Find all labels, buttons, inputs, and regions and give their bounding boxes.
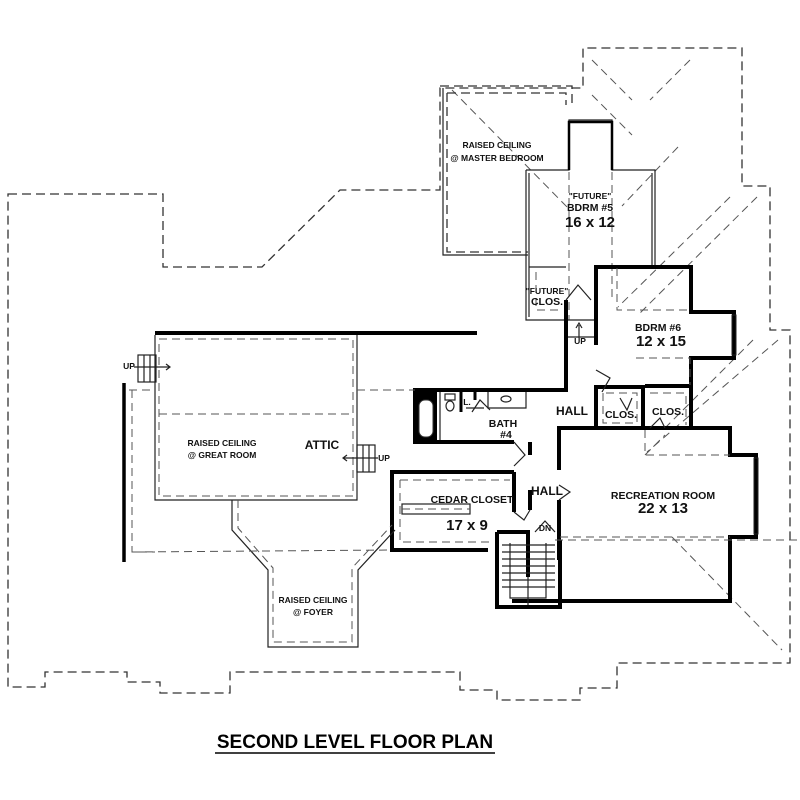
clos-right-shelf (650, 392, 687, 425)
bdrm5-note: "FUTURE" (569, 191, 612, 201)
foyer-raised-line2: @ FOYER (293, 607, 333, 617)
recreation-diag (644, 434, 666, 456)
master-raised-ceiling-edge (442, 88, 528, 256)
foyer-raised-line1: RAISED CEILING (279, 595, 348, 605)
left-dash (129, 389, 155, 553)
bath4-number: #4 (500, 429, 512, 441)
bath4-fixtures (415, 392, 527, 440)
first-floor-line (131, 539, 800, 553)
master-raised-ceiling-line1: RAISED CEILING (463, 140, 532, 150)
bdrm5-name: BDRM #5 (567, 202, 613, 214)
clos-right-label: CLOS. (652, 406, 684, 418)
great-room-ceiling (158, 338, 354, 497)
clos-left-shelf (602, 392, 638, 424)
left-stair-up-label: UP (123, 361, 135, 371)
bdrm6-window (731, 314, 737, 356)
stair-up-label: UP (574, 336, 586, 346)
future-clos-shelf (535, 272, 562, 311)
attic-stair-up-label: UP (378, 453, 390, 463)
cedar-closet-name: CEDAR CLOSET (431, 494, 514, 506)
recreation-window (753, 457, 759, 535)
master-raised-ceiling-inner (446, 92, 567, 253)
master-raised-ceiling-line2: @ MASTER BEDROOM (450, 153, 543, 163)
bdrm6-ceiling-lines (616, 268, 691, 385)
cedar-shelf (399, 479, 510, 543)
bdrm5-bay-walls (567, 120, 614, 170)
great-room-raised-line2: @ GREAT ROOM (188, 450, 257, 460)
future-clos-name: CLOS. (531, 296, 563, 308)
recreation-ceiling-lines (560, 430, 730, 538)
stair-dn-label: DN (539, 523, 551, 533)
clos-left-label: CLOS. (605, 409, 637, 421)
bdrm5-size: 16 x 12 (565, 214, 615, 231)
stair-hall-steps (568, 319, 594, 338)
future-clos-note: "FUTURE" (526, 286, 569, 296)
doors (471, 284, 666, 533)
great-room-raised-line1: RAISED CEILING (188, 438, 257, 448)
master-raised-ceiling-outline (440, 85, 573, 106)
bath4-name: BATH (489, 418, 517, 430)
attic-label: ATTIC (305, 438, 340, 452)
building-outline (7, 47, 791, 701)
attic-outline (154, 335, 358, 501)
main-stair (502, 532, 555, 605)
foyer-inner (237, 500, 393, 643)
hall-lower-label: HALL (531, 484, 563, 498)
stair-up-arrow (575, 321, 583, 338)
cedar-closet-size: 17 x 9 (446, 517, 488, 534)
bdrm6-size: 12 x 15 (636, 333, 686, 350)
left-stair (134, 354, 171, 383)
bdrm5-inner-walls (528, 173, 653, 317)
plan-title: SECOND LEVEL FLOOR PLAN (217, 732, 493, 753)
roof-hip-lines (451, 59, 783, 651)
recreation-size: 22 x 13 (638, 500, 688, 517)
bdrm6-name: BDRM #6 (635, 322, 681, 334)
recreation-name: RECREATION ROOM (611, 490, 715, 502)
attic-stair (342, 444, 378, 473)
linen-label: L. (463, 397, 471, 407)
hall-upper-label: HALL (556, 404, 588, 418)
foyer-outline (231, 500, 396, 648)
